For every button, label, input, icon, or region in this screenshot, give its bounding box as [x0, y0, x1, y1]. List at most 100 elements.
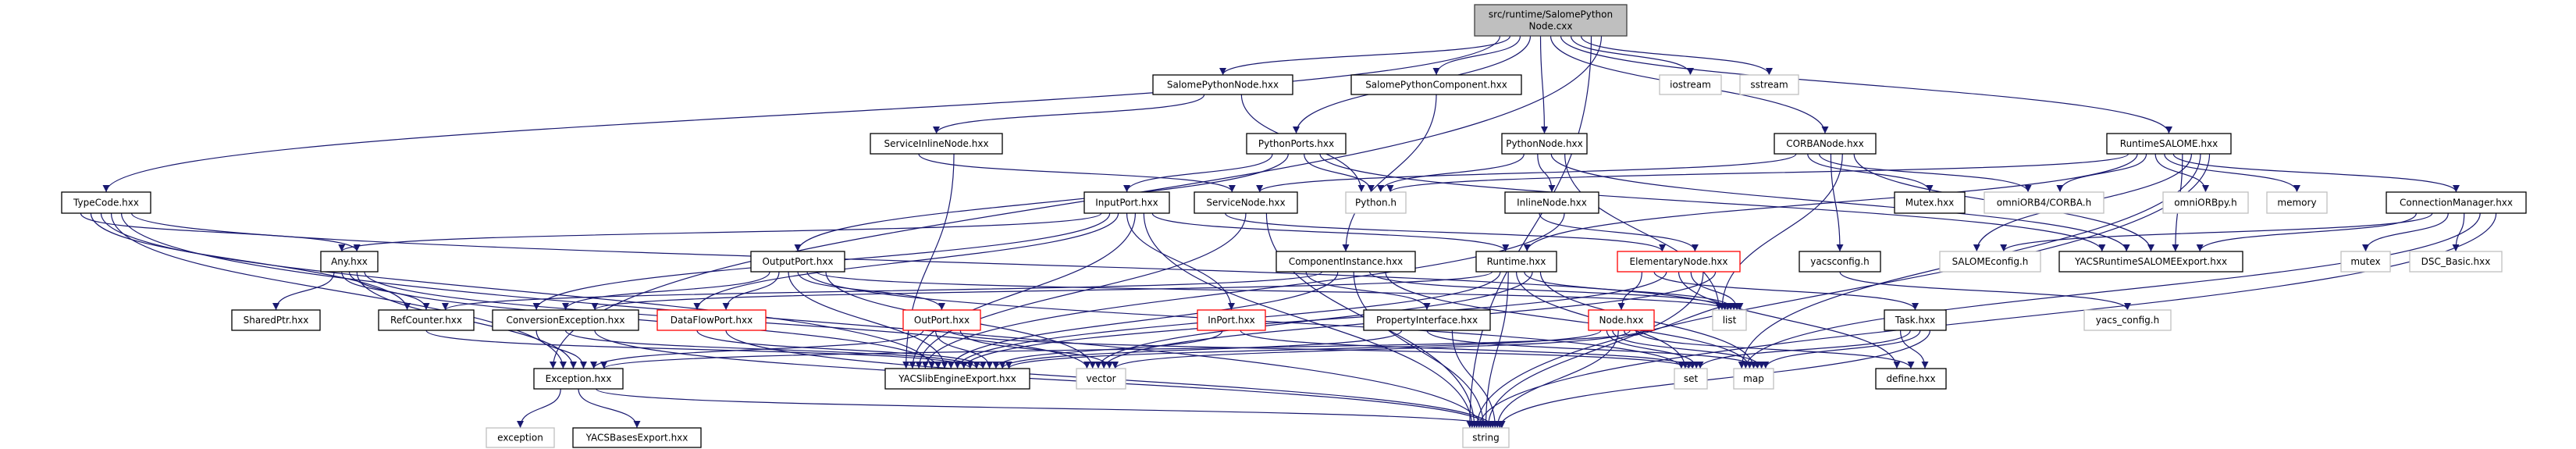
node-PythonPorts[interactable]: PythonPorts.hxx	[1246, 133, 1347, 155]
node-box[interactable]	[2386, 191, 2527, 214]
node-TypeCode[interactable]: TypeCode.hxx	[61, 191, 151, 214]
node-OutputPort[interactable]: OutputPort.hxx	[750, 251, 845, 273]
node-YACSBasesExport[interactable]: YACSBasesExport.hxx	[572, 427, 702, 448]
node-box[interactable]	[1152, 74, 1293, 95]
node-Mutex[interactable]: Mutex.hxx	[1894, 191, 1966, 214]
node-ComponentInstance[interactable]: ComponentInstance.hxx	[1276, 251, 1416, 273]
node-box[interactable]	[1674, 368, 1708, 390]
node-RefCounter[interactable]: RefCounter.hxx	[378, 309, 475, 331]
node-box[interactable]	[1712, 309, 1747, 331]
node-Task[interactable]: Task.hxx	[1884, 309, 1947, 331]
node-box[interactable]	[656, 309, 767, 331]
node-box[interactable]	[1588, 309, 1655, 331]
node-PythonNode[interactable]: PythonNode.hxx	[1501, 133, 1588, 155]
node-box[interactable]	[1197, 309, 1266, 331]
node-box[interactable]	[870, 133, 1003, 155]
node-iostream[interactable]: iostream	[1659, 74, 1722, 95]
node-box[interactable]	[1875, 368, 1947, 390]
node-InlineNode[interactable]: InlineNode.hxx	[1504, 191, 1599, 214]
node-box[interactable]	[1733, 368, 1774, 390]
node-box[interactable]	[1345, 191, 1407, 214]
node-InputPort[interactable]: InputPort.hxx	[1083, 191, 1170, 214]
node-box[interactable]	[2058, 251, 2243, 273]
node-DataFlowPort[interactable]: DataFlowPort.hxx	[656, 309, 767, 331]
node-sstream[interactable]: sstream	[1739, 74, 1799, 95]
node-box[interactable]	[1984, 191, 2105, 214]
node-ServiceInlineNode[interactable]: ServiceInlineNode.hxx	[870, 133, 1003, 155]
node-RuntimeSALOME[interactable]: RuntimeSALOME.hxx	[2106, 133, 2232, 155]
node-box[interactable]	[1462, 427, 1510, 448]
node-box[interactable]	[486, 427, 555, 448]
node-box[interactable]	[2340, 251, 2391, 273]
node-box[interactable]	[533, 368, 624, 390]
node-Runtime[interactable]: Runtime.hxx	[1475, 251, 1557, 273]
node-SALOMEconfig[interactable]: SALOMEconfig.h	[1939, 251, 2041, 273]
node-DSC_Basic[interactable]: DSC_Basic.hxx	[2409, 251, 2503, 273]
node-box[interactable]	[1194, 191, 1298, 214]
node-box[interactable]	[231, 309, 321, 331]
node-yacs_config[interactable]: yacs_config.h	[2083, 309, 2172, 331]
node-SalomePythonNode[interactable]: SalomePythonNode.hxx	[1152, 74, 1293, 95]
node-box[interactable]	[1659, 74, 1722, 95]
node-map[interactable]: map	[1733, 368, 1774, 390]
node-SharedPtr[interactable]: SharedPtr.hxx	[231, 309, 321, 331]
node-box[interactable]	[750, 251, 845, 273]
node-box[interactable]	[1475, 251, 1557, 273]
node-CORBANode[interactable]: CORBANode.hxx	[1774, 133, 1877, 155]
node-box[interactable]	[378, 309, 475, 331]
node-omniORBpy[interactable]: omniORBpy.h	[2162, 191, 2249, 214]
node-box[interactable]	[884, 368, 1030, 390]
node-box[interactable]	[1276, 251, 1416, 273]
node-box[interactable]	[572, 427, 702, 448]
node-box[interactable]	[1939, 251, 2041, 273]
node-box[interactable]	[1739, 74, 1799, 95]
node-YACSlibEngineExport[interactable]: YACSlibEngineExport.hxx	[884, 368, 1030, 390]
node-yacsconfig[interactable]: yacsconfig.h	[1799, 251, 1881, 273]
node-box[interactable]	[1363, 309, 1491, 331]
node-ElementaryNode[interactable]: ElementaryNode.hxx	[1617, 251, 1741, 273]
node-box[interactable]	[492, 309, 639, 331]
node-exception[interactable]: exception	[486, 427, 555, 448]
node-box[interactable]	[1774, 133, 1877, 155]
node-box[interactable]	[1083, 191, 1170, 214]
node-box[interactable]	[2106, 133, 2232, 155]
node-box[interactable]	[1350, 74, 1522, 95]
node-box[interactable]	[902, 309, 981, 331]
node-box[interactable]	[1246, 133, 1347, 155]
node-SalomePythonComponent[interactable]: SalomePythonComponent.hxx	[1350, 74, 1522, 95]
node-YACSRuntimeSALOMEExport[interactable]: YACSRuntimeSALOMEExport.hxx	[2058, 251, 2243, 273]
node-Exception[interactable]: Exception.hxx	[533, 368, 624, 390]
node-root[interactable]: src/runtime/SalomePythonNode.cxx	[1474, 4, 1628, 37]
node-OutPort[interactable]: OutPort.hxx	[902, 309, 981, 331]
node-PropertyInterface[interactable]: PropertyInterface.hxx	[1363, 309, 1491, 331]
node-box[interactable]	[1799, 251, 1881, 273]
node-omniORB4[interactable]: omniORB4/CORBA.h	[1984, 191, 2105, 214]
node-list[interactable]: list	[1712, 309, 1747, 331]
node-define[interactable]: define.hxx	[1875, 368, 1947, 390]
node-set[interactable]: set	[1674, 368, 1708, 390]
node-box[interactable]	[1504, 191, 1599, 214]
node-PythonH[interactable]: Python.h	[1345, 191, 1407, 214]
node-memory[interactable]: memory	[2266, 191, 2328, 214]
node-Node[interactable]: Node.hxx	[1588, 309, 1655, 331]
node-ConversionException[interactable]: ConversionException.hxx	[492, 309, 639, 331]
node-box[interactable]	[320, 251, 379, 273]
node-box[interactable]	[2162, 191, 2249, 214]
node-box[interactable]	[2409, 251, 2503, 273]
node-box[interactable]	[2083, 309, 2172, 331]
node-box[interactable]	[2266, 191, 2328, 214]
node-Any[interactable]: Any.hxx	[320, 251, 379, 273]
node-InPort[interactable]: InPort.hxx	[1197, 309, 1266, 331]
node-box[interactable]	[1474, 4, 1628, 37]
node-box[interactable]	[1884, 309, 1947, 331]
node-ConnectionManager[interactable]: ConnectionManager.hxx	[2386, 191, 2527, 214]
node-ServiceNode[interactable]: ServiceNode.hxx	[1194, 191, 1298, 214]
node-box[interactable]	[1501, 133, 1588, 155]
node-string[interactable]: string	[1462, 427, 1510, 448]
node-vector[interactable]: vector	[1076, 368, 1126, 390]
node-box[interactable]	[61, 191, 151, 214]
node-box[interactable]	[1617, 251, 1741, 273]
node-box[interactable]	[1894, 191, 1966, 214]
node-mutex[interactable]: mutex	[2340, 251, 2391, 273]
node-box[interactable]	[1076, 368, 1126, 390]
